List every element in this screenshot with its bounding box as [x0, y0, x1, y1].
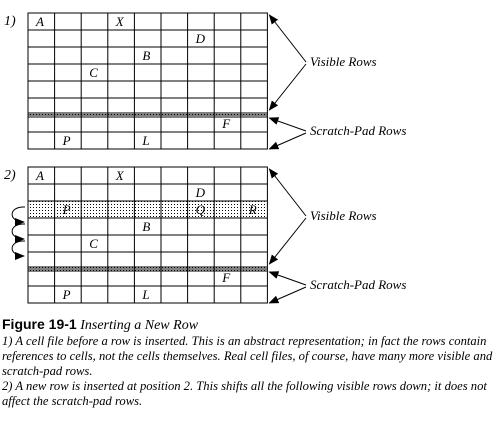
scratch-pad-separator: [28, 266, 268, 272]
cell-letter: P: [62, 202, 71, 217]
visible-rows-arrow-bottom: [268, 217, 307, 265]
scratch-pad-rows-label: Scratch-Pad Rows: [310, 277, 406, 292]
scratch-pad-arrow-top: [268, 271, 307, 286]
visible-rows-arrow-top: [268, 168, 307, 217]
inserted-row-highlight: [28, 201, 268, 218]
visible-rows-arrow-top: [268, 14, 307, 63]
visible-rows-label: Visible Rows: [310, 208, 377, 223]
visible-rows-label: Visible Rows: [310, 54, 377, 69]
shift-arrow: [11, 240, 26, 260]
scratch-pad-arrow-bottom: [268, 286, 307, 304]
cell-letter: X: [115, 168, 125, 183]
cell-grid: [27, 166, 268, 304]
panel-number: 1): [4, 14, 16, 29]
scratch-pad-rows-label: Scratch-Pad Rows: [310, 123, 406, 138]
figure-label: Figure 19-1: [2, 316, 77, 332]
cell-letter: P: [62, 287, 71, 302]
shift-arrow: [11, 223, 26, 243]
cell-letter: B: [142, 48, 150, 63]
caption-title: Figure 19-1 Inserting a New Row: [2, 316, 502, 334]
cell-letter: C: [89, 65, 98, 80]
cell-letter: A: [35, 168, 44, 183]
cell-letter: D: [195, 31, 206, 46]
cell-letter: A: [35, 14, 44, 29]
cell-letter: L: [141, 287, 149, 302]
scratch-pad-arrow-bottom: [268, 132, 307, 150]
visible-rows-arrow-bottom: [268, 63, 307, 111]
panel-number: 2): [4, 168, 16, 183]
caption-paragraph-2: 2) A new row is inserted at position 2. …: [2, 379, 487, 408]
cell-letter: L: [141, 133, 149, 148]
shift-down-arrows: [11, 206, 26, 260]
shift-arrow: [11, 206, 26, 226]
figure-title: Inserting a New Row: [80, 318, 199, 333]
figure-caption: Figure 19-1 Inserting a New Row 1) A cel…: [2, 316, 502, 409]
cell-letter: R: [248, 202, 257, 217]
cell-letter: P: [62, 133, 71, 148]
cell-letter: B: [142, 219, 150, 234]
scratch-pad-arrow-top: [268, 117, 307, 132]
cell-letter: X: [115, 14, 125, 29]
cell-letter: D: [195, 185, 206, 200]
scratch-pad-separator: [28, 112, 268, 118]
cell-letter: F: [221, 270, 231, 285]
cell-grid: [27, 12, 268, 150]
cell-letter: C: [89, 236, 98, 251]
cell-letter: Q: [196, 202, 206, 217]
caption-paragraph-1: 1) A cell file before a row is inserted.…: [2, 334, 493, 378]
cell-letter: F: [221, 116, 231, 131]
